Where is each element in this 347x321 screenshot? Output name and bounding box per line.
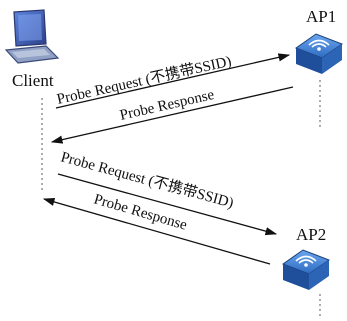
ap1-label: AP1 [306, 7, 336, 26]
probe-request-arrow-ap1 [55, 53, 291, 109]
laptop-icon [4, 9, 60, 64]
probe-request-arrow-ap2 [57, 173, 278, 236]
access-point-icon [281, 249, 331, 290]
probe-request-label-ap2: Probe Request (不携带SSID) [59, 148, 236, 211]
probe-response-arrow-ap2 [42, 197, 271, 265]
probe-response-label-ap1: Probe Response [118, 87, 216, 124]
client-label: Client [12, 71, 54, 90]
probe-response-arrow-ap1 [50, 86, 294, 144]
access-point-icon [294, 33, 344, 74]
probe-response-label-ap2: Probe Response [92, 191, 189, 233]
ap2-label: AP2 [296, 225, 326, 244]
